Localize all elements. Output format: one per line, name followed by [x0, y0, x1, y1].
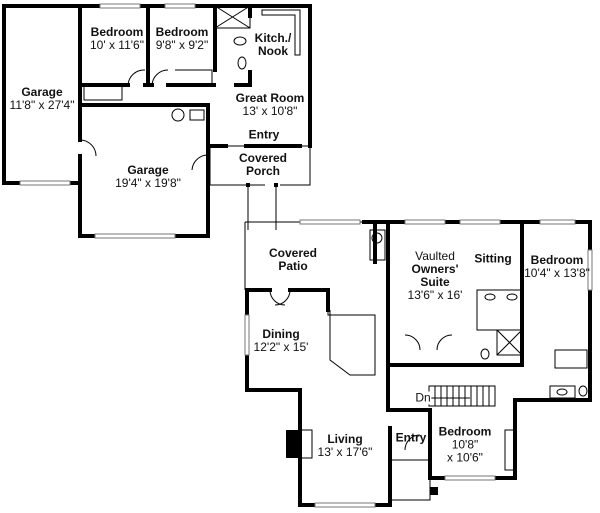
room-label-sitting: Sitting — [474, 251, 512, 266]
room-label-entry-lower: Entry — [395, 430, 427, 445]
room-size: 13' x 17'6" — [317, 445, 373, 459]
room-size: 9'8" x 9'2" — [155, 38, 209, 52]
room-name: Garage — [21, 85, 63, 99]
room-size: 12'2" x 15' — [253, 340, 309, 354]
room-name: Bedroom — [438, 424, 492, 439]
room-label-covered-patio: Covered Patio — [269, 247, 317, 273]
room-name: Dining — [262, 327, 300, 341]
room-name: Suite — [420, 275, 450, 289]
room-name: Living — [327, 432, 363, 446]
room-name: Covered — [238, 151, 288, 165]
room-label-bedroom-right: Bedroom 10'4" x 13'8" — [524, 254, 590, 280]
room-name: Kitch./ — [254, 31, 292, 45]
room-size: 10' x 11'6" — [90, 38, 144, 52]
room-label-garage-left: Garage 11'8" x 27'4" — [10, 86, 75, 112]
room-size: 13' x 10'8" — [242, 104, 298, 118]
room-label-bedroom-2: Bedroom 9'8" x 9'2" — [156, 26, 209, 52]
room-name: Entry — [395, 430, 427, 445]
room-size: x 10'6" — [447, 450, 483, 465]
room-label-kitchen-nook: Kitch./ Nook — [255, 32, 292, 58]
room-name: Great Room — [235, 91, 305, 105]
room-size: 10'8" — [451, 437, 479, 452]
room-label-dining: Dining 12'2" x 15' — [254, 328, 309, 354]
room-label-entry-upper: Entry — [248, 127, 280, 142]
room-name: Entry — [248, 127, 280, 142]
room-size: 13'6" x 16' — [407, 288, 463, 302]
room-size: 10'4" x 13'8" — [524, 266, 590, 280]
room-name: Covered — [268, 246, 318, 260]
room-name: Bedroom — [530, 253, 584, 267]
room-label-bedroom-lower: Bedroom 10'8" x 10'6" — [438, 424, 492, 465]
lower-wing-walls — [244, 219, 593, 508]
room-size: 11'8" x 27'4" — [9, 98, 75, 112]
room-name: Owners' — [411, 262, 459, 276]
room-name: Garage — [127, 163, 169, 177]
stairs-down-label: Dn — [414, 390, 432, 405]
upper-wing-walls — [2, 3, 312, 239]
room-label-owners-suite: Vaulted Owners' Suite 13'6" x 16' — [408, 250, 463, 302]
room-name: Nook — [257, 44, 288, 58]
room-label-covered-porch: Covered Porch — [239, 152, 287, 178]
room-name: Patio — [278, 259, 308, 273]
room-name: Porch — [245, 164, 280, 178]
room-label-living: Living 13' x 17'6" — [318, 433, 373, 459]
room-prefix: Vaulted — [415, 249, 455, 263]
room-name: Bedroom — [90, 25, 144, 39]
room-label-bedroom-1: Bedroom 10' x 11'6" — [90, 26, 144, 52]
room-size: 19'4" x 19'8" — [115, 176, 181, 190]
room-label-great-room: Great Room 13' x 10'8" — [236, 92, 305, 118]
room-label-garage-main: Garage 19'4" x 19'8" — [115, 164, 181, 190]
room-name: Sitting — [474, 251, 512, 266]
room-name: Bedroom — [155, 25, 209, 39]
